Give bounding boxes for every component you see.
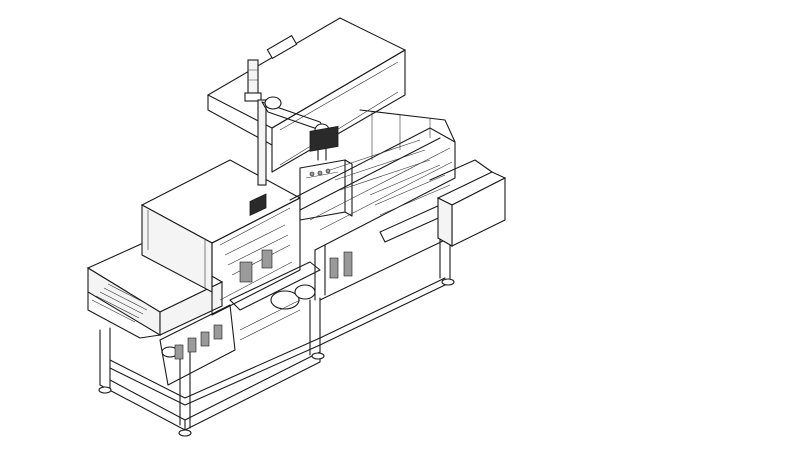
rear-enclosure [206,17,407,173]
electrical-cabinet [159,193,301,386]
main-body [229,109,456,311]
foot [178,429,192,437]
control-button [325,168,331,174]
control-button [317,170,323,176]
foot [441,278,455,286]
arm-joint [264,96,282,110]
drive-motor [270,290,300,310]
outfeed-box [429,159,507,247]
foot [311,352,325,360]
tower-post [257,99,267,186]
top-bracket [266,34,298,60]
control-button [309,171,315,177]
hmi-control-panel [299,125,353,221]
infeed-conveyor [86,239,224,358]
foot [98,386,112,394]
hmi-screen [309,125,339,152]
base-frame [98,235,455,437]
